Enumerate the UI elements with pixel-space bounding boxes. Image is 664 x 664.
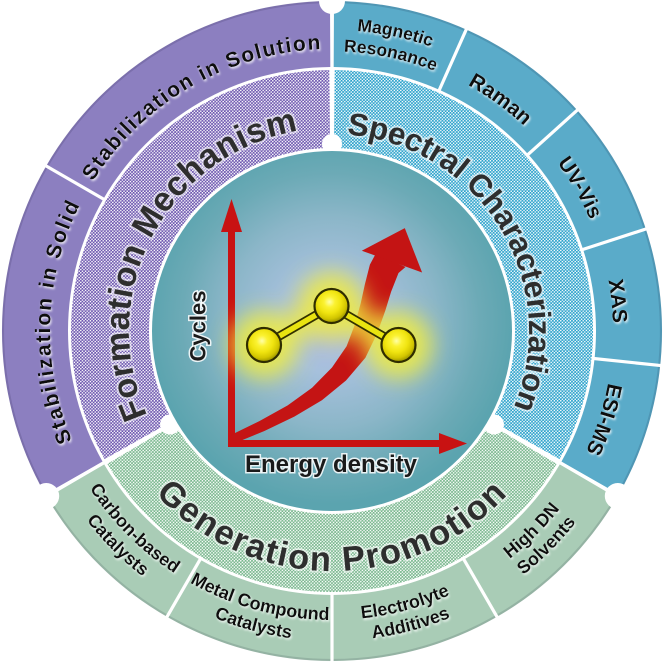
svg-text:Energy density: Energy density	[245, 451, 418, 478]
svg-text:Cycles: Cycles	[186, 291, 211, 362]
svg-text:XAS: XAS	[604, 277, 631, 323]
